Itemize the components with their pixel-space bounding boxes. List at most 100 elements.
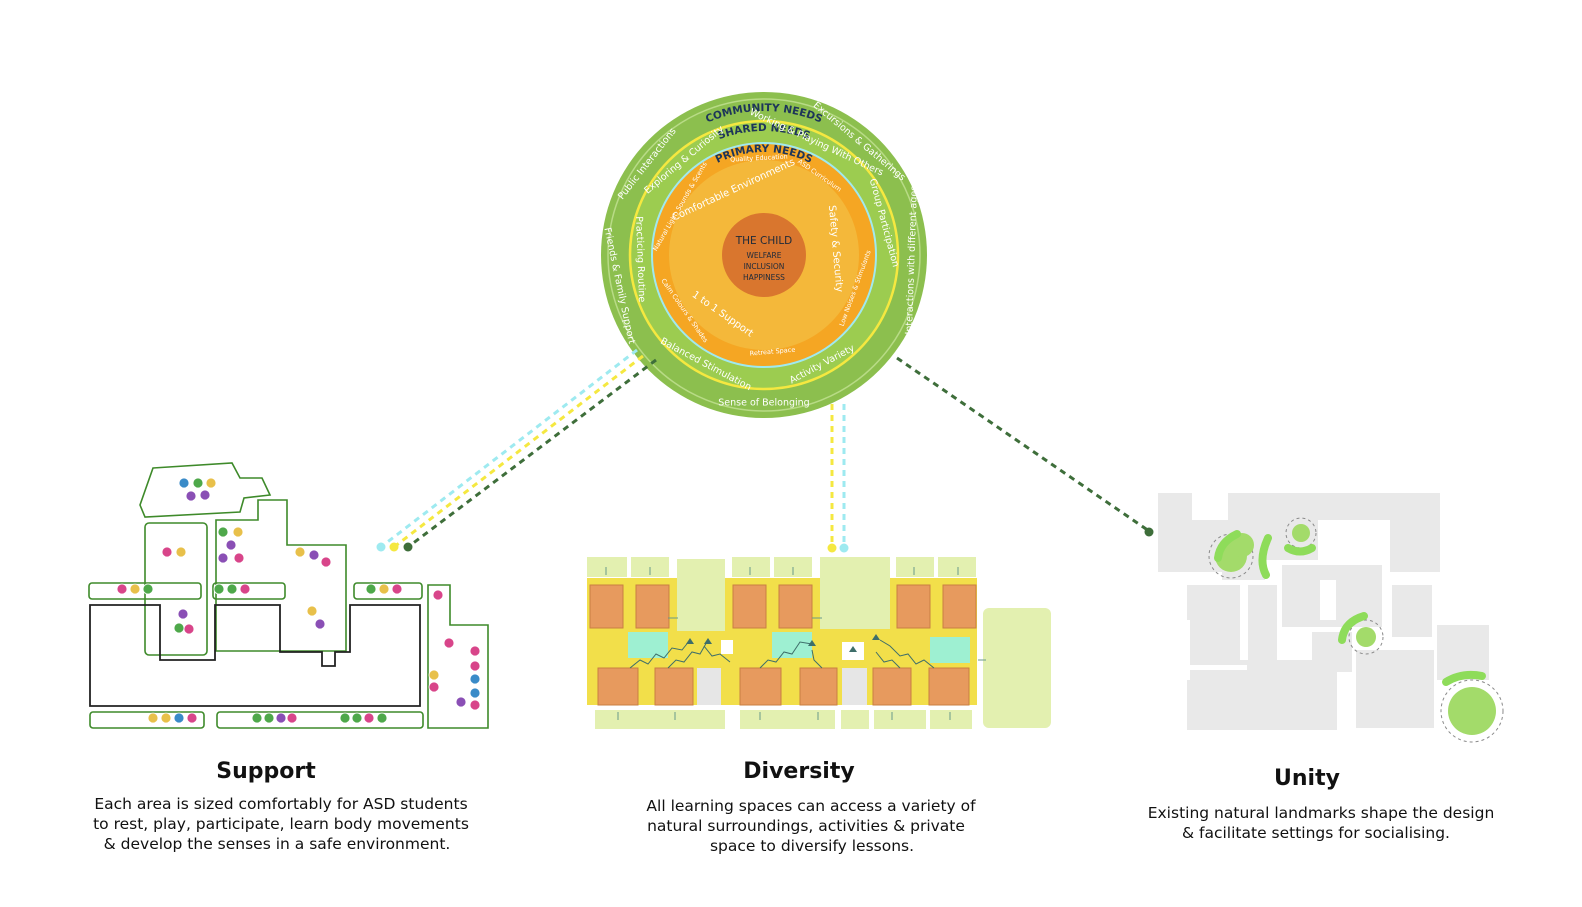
zigzag-paths — [629, 639, 935, 669]
support-green-dot — [403, 542, 413, 552]
sense-icon — [177, 608, 189, 620]
unity-green-dot — [1144, 527, 1154, 537]
support-yellow-dot — [389, 542, 399, 552]
core-line-inclusion: INCLUSION — [744, 262, 785, 271]
sense-icon — [263, 712, 275, 724]
plan-top-room — [139, 462, 272, 518]
support-floor-plan — [88, 462, 489, 729]
sense-icon — [306, 605, 318, 617]
diversity-yellow-dot — [827, 543, 837, 553]
sense-icon — [469, 673, 481, 685]
sense-icon — [469, 687, 481, 699]
sense-icon — [161, 546, 173, 558]
sense-icon — [160, 712, 172, 724]
sense-icon — [217, 552, 229, 564]
mint-quiet-rooms — [628, 632, 970, 663]
sense-icon — [455, 696, 467, 708]
grey-retreat-rooms — [697, 668, 867, 705]
sense-icon — [428, 669, 440, 681]
sense-icon — [147, 712, 159, 724]
courtyard-gaps — [1180, 580, 1336, 680]
sense-icon — [428, 681, 440, 693]
needs-wheel: COMMUNITY NEEDS SHARED NEEDS PRIMARY NEE… — [601, 92, 927, 418]
support-cyan-dot — [376, 542, 386, 552]
sense-icon — [183, 623, 195, 635]
sense-icon — [469, 699, 481, 711]
unity-desc-line-2: & facilitate settings for socialising. — [1182, 824, 1450, 842]
sense-icon — [225, 539, 237, 551]
diversity-desc-line-2: natural surroundings, activities & priva… — [647, 817, 965, 835]
path-arrowheads — [686, 634, 880, 652]
core-circle — [722, 213, 806, 297]
sense-icon — [175, 546, 187, 558]
plan-main-block — [89, 604, 421, 707]
access-arrows — [605, 567, 986, 720]
core-line-welfare: WELFARE — [746, 251, 781, 260]
sense-icon — [185, 490, 197, 502]
grey-building-masses — [1158, 493, 1489, 730]
diversity-desc-line-3: space to diversify lessons. — [710, 837, 914, 855]
plan-right-wing — [427, 584, 489, 729]
sense-icon — [351, 712, 363, 724]
support-desc-line-2: to rest, play, participate, learn body m… — [93, 815, 469, 833]
sense-icon — [178, 477, 190, 489]
sense-icon — [308, 549, 320, 561]
sense-icon — [232, 526, 244, 538]
plan-strip-a — [88, 582, 202, 600]
sense-icon — [192, 477, 204, 489]
support-cyan-line — [380, 348, 638, 549]
sense-icon — [314, 618, 326, 630]
support-sense-icons — [116, 477, 481, 724]
plan-left-wing — [144, 522, 208, 656]
sense-icon — [129, 583, 141, 595]
diversity-floor-plan — [587, 557, 1051, 729]
sense-icon — [339, 712, 351, 724]
sense-icon — [173, 622, 185, 634]
support-desc-line-3: & develop the senses in a safe environme… — [104, 835, 451, 853]
support-desc-line-1: Each area is sized comfortably for ASD s… — [94, 795, 467, 813]
sense-icon — [286, 712, 298, 724]
diversity-cyan-dot — [839, 543, 849, 553]
core-title: THE CHILD — [735, 235, 793, 247]
plan-strip-c — [353, 582, 423, 600]
sense-icon — [363, 712, 375, 724]
sense-icon — [233, 552, 245, 564]
sense-icon — [213, 583, 225, 595]
tree-landmarks — [1208, 517, 1504, 743]
sense-icon — [378, 583, 390, 595]
pale-green-spaces — [587, 557, 1051, 729]
sense-icon — [443, 637, 455, 649]
orange-classrooms — [589, 584, 977, 706]
sense-icon — [376, 712, 388, 724]
support-yellow-line — [393, 354, 644, 549]
wheel-item-label: Practicing Routine — [633, 216, 647, 303]
unity-desc-line-1: Existing natural landmarks shape the des… — [1148, 804, 1495, 822]
plan-strip-d — [89, 711, 205, 729]
sense-icon — [173, 712, 185, 724]
diversity-title: Diversity — [743, 759, 854, 784]
sense-icon — [432, 589, 444, 601]
core-line-happiness: HAPPINESS — [743, 273, 785, 282]
connector-lines — [380, 348, 1150, 549]
diversity-desc-line-1: All learning spaces can access a variety… — [646, 797, 976, 815]
sense-icon — [365, 583, 377, 595]
wheel-item-label: Quality Education — [730, 153, 788, 164]
plan-strip-e — [216, 711, 424, 729]
sense-icon — [116, 583, 128, 595]
sense-icon — [217, 526, 229, 538]
sense-icon — [239, 583, 251, 595]
sense-icon — [320, 556, 332, 568]
sense-icon — [199, 489, 211, 501]
wheel-item-label: Retreat Space — [749, 346, 795, 358]
social-arcs — [1214, 530, 1486, 686]
sense-icon — [251, 712, 263, 724]
unity-green-line — [896, 356, 1150, 533]
sense-icon — [275, 712, 287, 724]
plan-centre-wing — [215, 499, 347, 652]
support-title: Support — [216, 759, 316, 784]
sense-icon — [142, 583, 154, 595]
wheel-item-label: Interactions with different ages — [904, 186, 920, 335]
sense-icon — [469, 660, 481, 672]
unity-title: Unity — [1274, 766, 1340, 791]
